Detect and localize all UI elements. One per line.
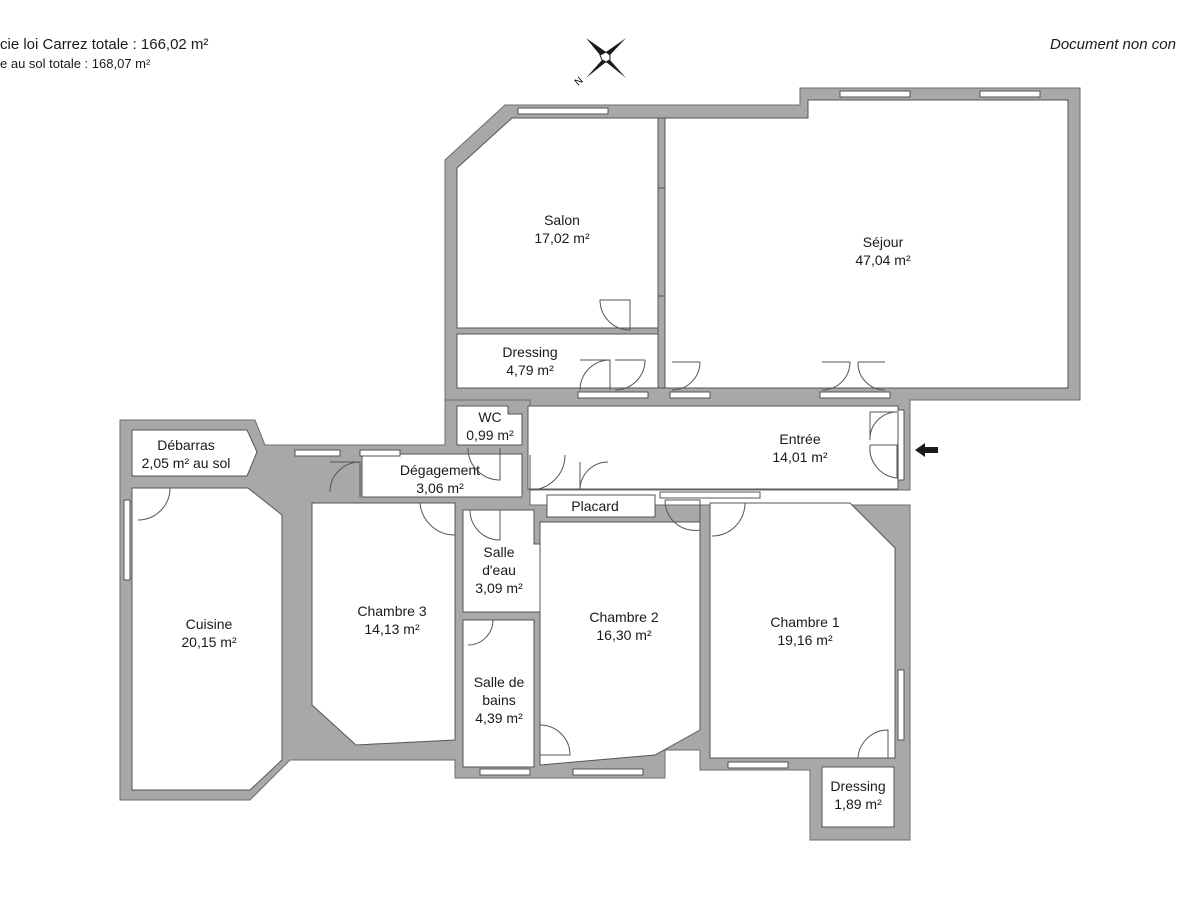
label-chambre-1-name: Chambre 1 <box>770 614 839 630</box>
label-salle-bains-name-1: Salle de <box>474 674 525 690</box>
room-placard <box>546 494 656 518</box>
room-dressing-bottom <box>821 766 895 828</box>
label-cuisine-name: Cuisine <box>186 616 233 632</box>
label-debarras-area: 2,05 m² au sol <box>142 455 231 471</box>
room-cuisine <box>131 487 283 791</box>
label-chambre-3-area: 14,13 m² <box>364 621 420 637</box>
label-salle-eau-area: 3,09 m² <box>475 580 523 596</box>
compass-north-label: N <box>573 75 586 88</box>
label-dressing-bottom-name: Dressing <box>830 778 885 794</box>
label-salle-bains-name-2: bains <box>482 692 515 708</box>
room-salon <box>456 117 659 329</box>
label-salle-eau-name-1: Salle <box>483 544 514 560</box>
doors <box>137 299 898 759</box>
label-cuisine-area: 20,15 m² <box>181 634 237 650</box>
label-placard-name: Placard <box>571 498 618 514</box>
room-chambre-1 <box>709 502 896 759</box>
label-dressing-top-area: 4,79 m² <box>506 362 554 378</box>
disclaimer-note: Document non con <box>1050 36 1176 53</box>
label-entree-name: Entrée <box>779 431 820 447</box>
label-dressing-top-name: Dressing <box>502 344 557 360</box>
windows <box>123 90 1041 776</box>
room-chambre-2 <box>539 521 701 766</box>
room-wc <box>456 405 523 446</box>
compass-icon: N <box>573 38 626 88</box>
label-chambre-3-name: Chambre 3 <box>357 603 426 619</box>
label-chambre-2-name: Chambre 2 <box>589 609 658 625</box>
partitions <box>657 117 666 389</box>
label-sejour-area: 47,04 m² <box>855 252 911 268</box>
label-entree-area: 14,01 m² <box>772 449 828 465</box>
label-chambre-1-area: 19,16 m² <box>777 632 833 648</box>
label-salon-name: Salon <box>544 212 580 228</box>
label-salle-bains-area: 4,39 m² <box>475 710 523 726</box>
label-wc-area: 0,99 m² <box>466 427 514 443</box>
label-salle-eau-name-2: d'eau <box>482 562 516 578</box>
label-degagement-area: 3,06 m² <box>416 480 464 496</box>
room-labels: Salon 17,02 m² Séjour 47,04 m² Dressing … <box>142 212 911 812</box>
surface-sol-total: e au sol totale : 168,07 m² <box>0 56 151 71</box>
entrance-arrow-icon <box>915 443 938 457</box>
label-chambre-2-area: 16,30 m² <box>596 627 652 643</box>
floors <box>131 99 1069 828</box>
room-debarras <box>131 429 258 477</box>
label-wc-name: WC <box>478 409 501 425</box>
label-dressing-bottom-area: 1,89 m² <box>834 796 882 812</box>
label-sejour-name: Séjour <box>863 234 904 250</box>
label-debarras-name: Débarras <box>157 437 215 453</box>
surface-carrez-total: cie loi Carrez totale : 166,02 m² <box>0 36 209 53</box>
room-dressing-top <box>456 333 659 389</box>
label-salon-area: 17,02 m² <box>534 230 590 246</box>
label-degagement-name: Dégagement <box>400 462 480 478</box>
